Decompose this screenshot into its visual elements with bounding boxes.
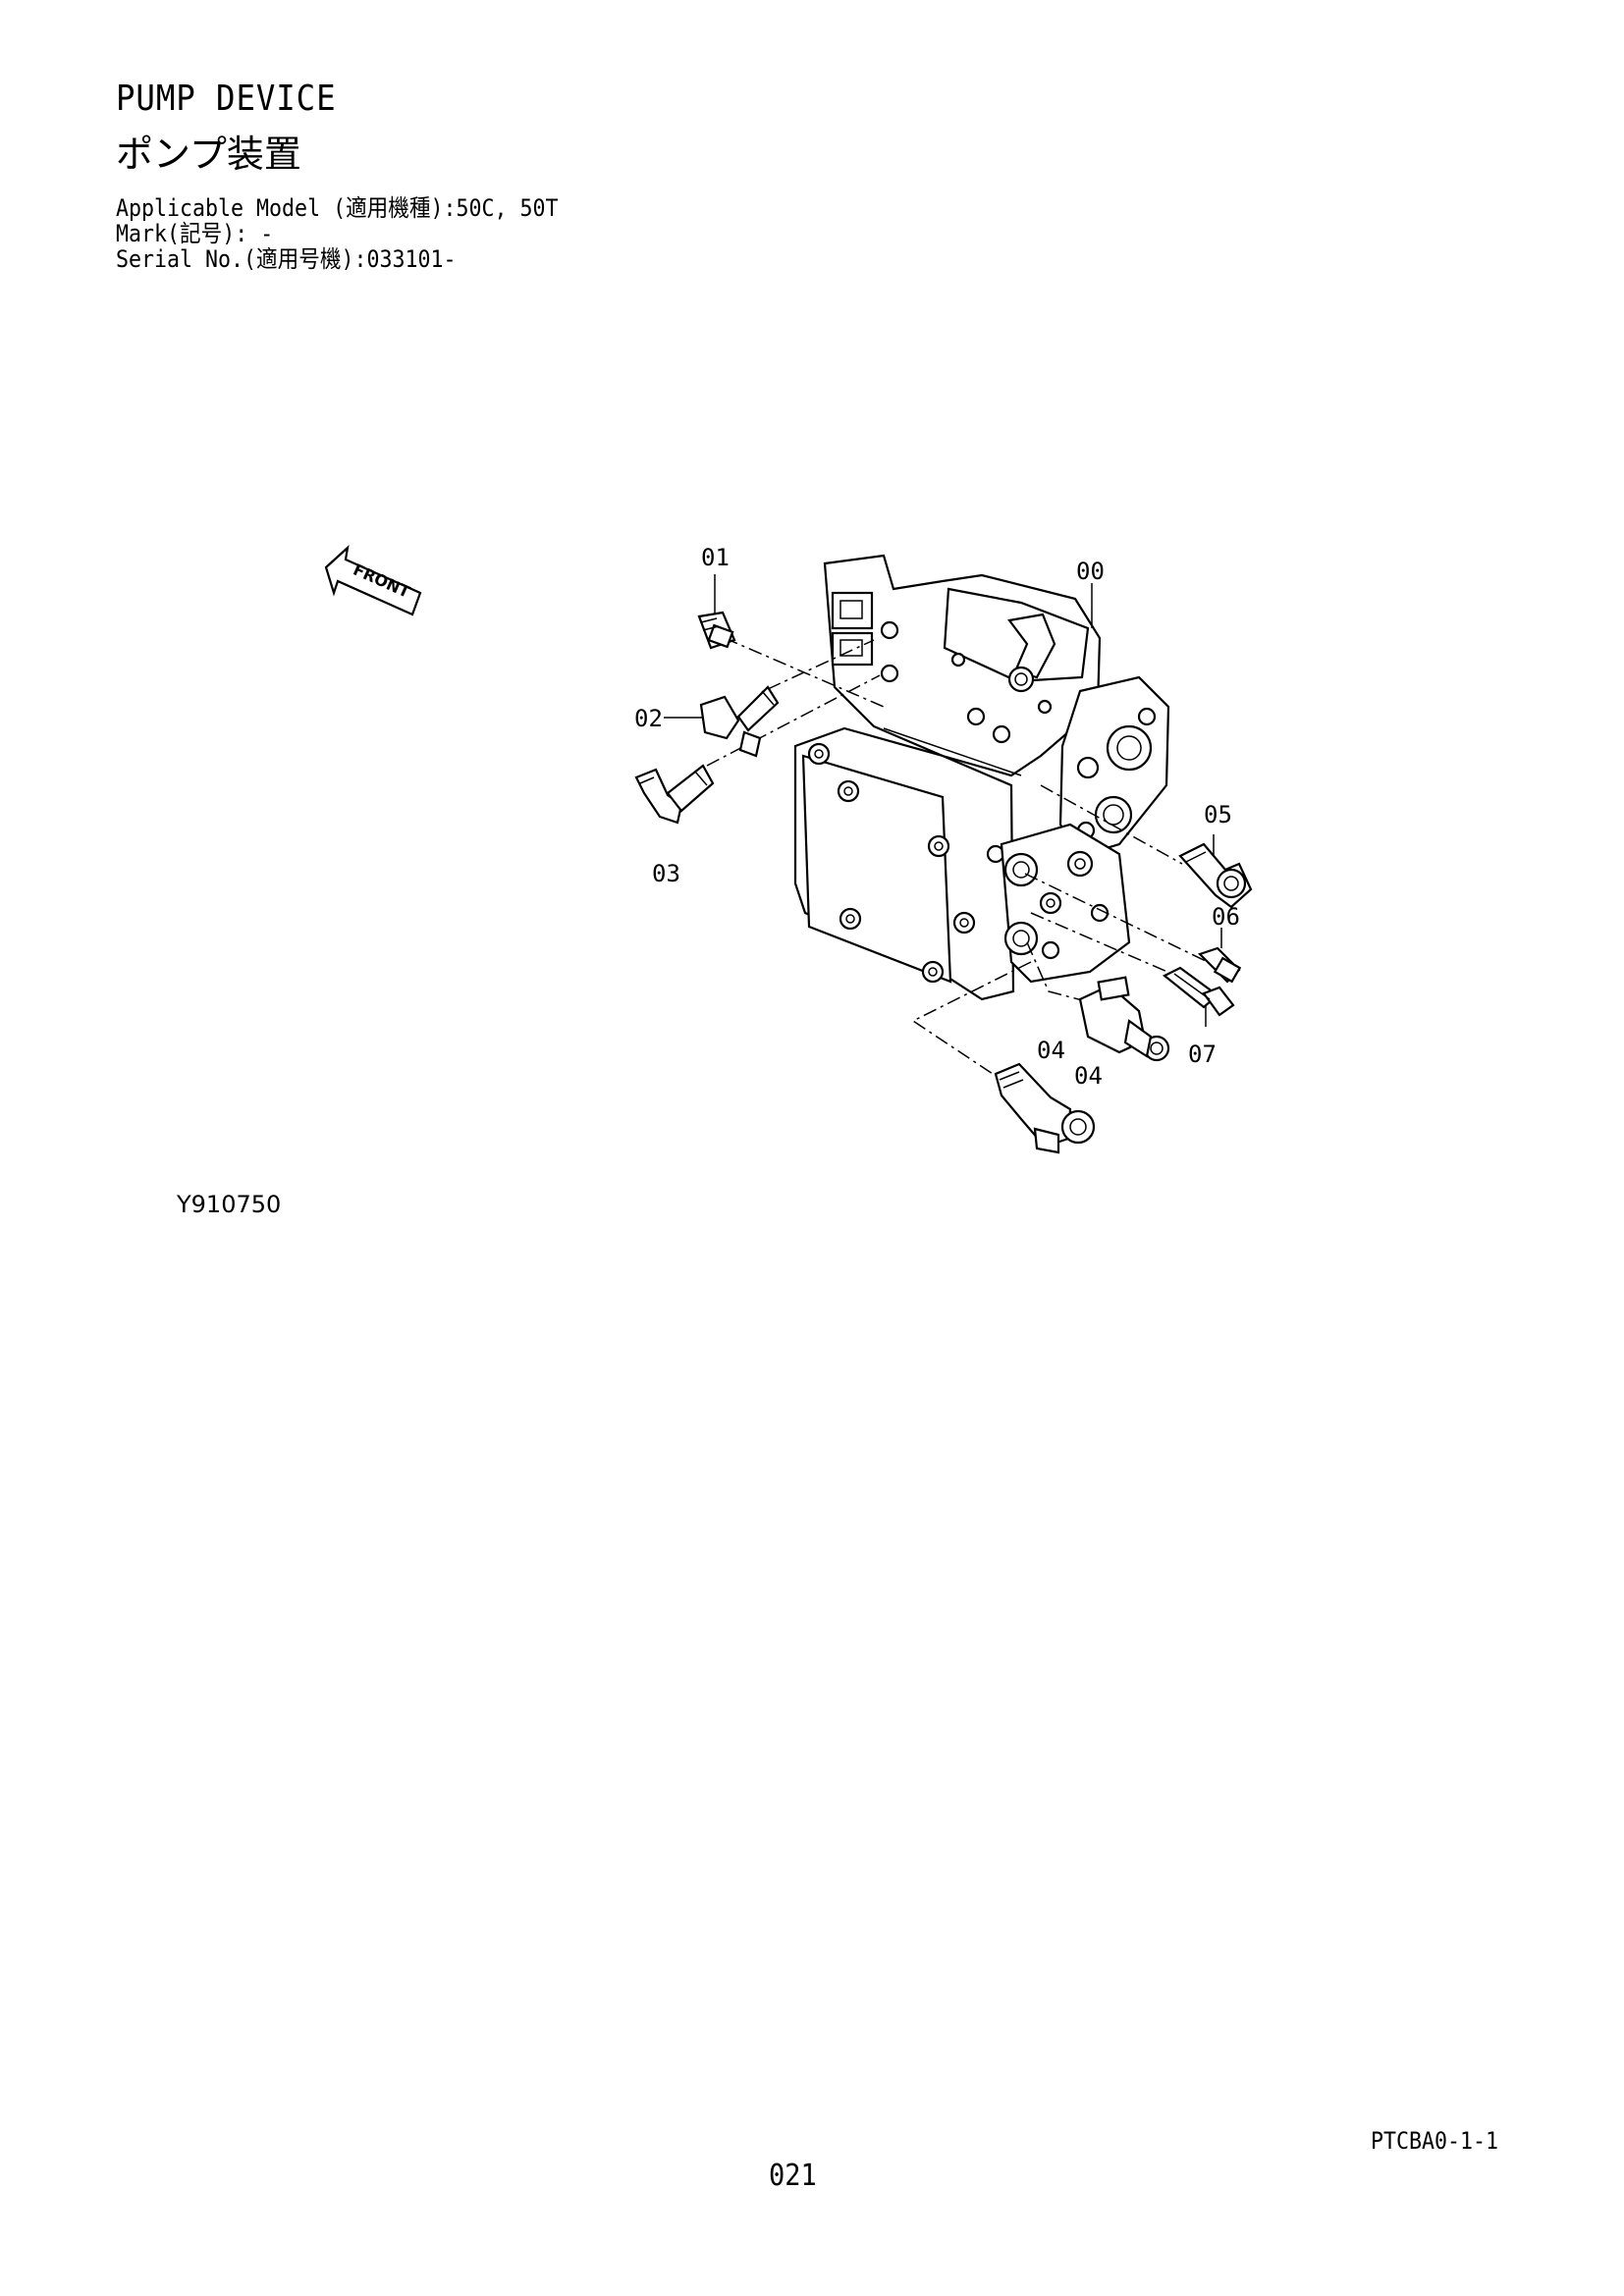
- figure-id: Y910750: [177, 1191, 282, 1218]
- callout-07: 07: [1188, 1041, 1217, 1068]
- fitting-02: [699, 685, 780, 758]
- front-arrow-icon: FRONT: [324, 545, 422, 616]
- fitting-03: [634, 764, 715, 825]
- applicable-model: Applicable Model (適用機種):50C, 50T: [116, 194, 559, 222]
- serial-number: Serial No.(適用号機):033101-: [116, 245, 457, 273]
- page-number: 021: [769, 2159, 817, 2193]
- callout-03: 03: [652, 860, 680, 887]
- callout-02: 02: [634, 705, 663, 732]
- fitting-05: [1178, 842, 1253, 909]
- callout-04b: 04: [1074, 1062, 1103, 1090]
- tee-04-upper: [1078, 976, 1170, 1062]
- tee-04-lower: [994, 1062, 1096, 1154]
- pump-body: [793, 554, 1170, 1001]
- fitting-07: [1162, 966, 1235, 1017]
- callout-06: 06: [1212, 903, 1240, 931]
- callout-00: 00: [1076, 558, 1105, 585]
- page-title: PUMP DEVICE: [116, 79, 337, 119]
- callout-01: 01: [701, 544, 730, 571]
- mark-field: Mark(記号): -: [116, 220, 274, 247]
- page-code: PTCBA0-1-1: [1371, 2127, 1499, 2155]
- fitting-01: [697, 611, 736, 650]
- page-title-japanese: ポンプ装置: [116, 133, 301, 176]
- callout-04a: 04: [1037, 1037, 1065, 1064]
- plug-06: [1197, 946, 1242, 984]
- callout-05: 05: [1204, 801, 1232, 828]
